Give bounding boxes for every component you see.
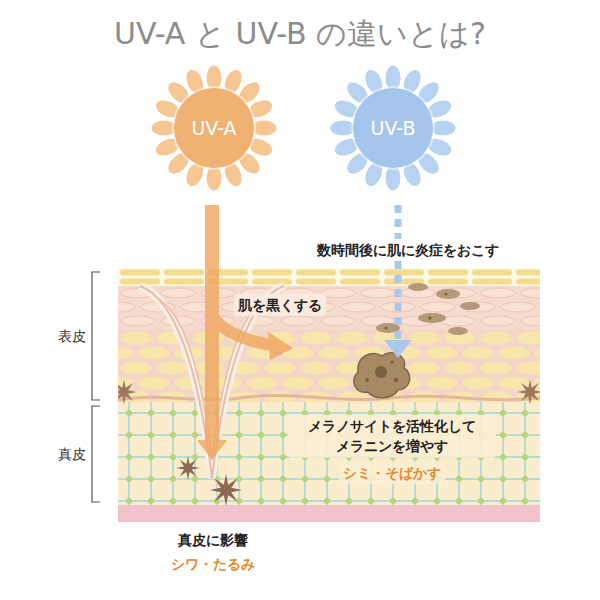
- basal-line: [118, 395, 540, 400]
- pigment-spots: [376, 283, 480, 335]
- annotation-label: シワ・たるみ: [167, 553, 259, 575]
- annotation-label: 真皮: [54, 443, 90, 465]
- uvb-arrow: [384, 205, 412, 358]
- sun-core: [353, 88, 433, 168]
- uva-arrow: [197, 205, 293, 460]
- annotation-label: シミ・そばかす: [339, 462, 445, 484]
- sun-circle: UV-B: [329, 64, 457, 192]
- sun-text-group: UV-B: [370, 117, 415, 139]
- damage-stars: [176, 456, 242, 506]
- sun-circle: UV-A: [150, 64, 278, 192]
- dermis: [118, 402, 540, 505]
- uv-label: UV-B: [370, 117, 415, 139]
- annotation-label: 肌を黒くする: [234, 294, 326, 316]
- subcutis: [118, 505, 540, 522]
- melanocyte: [354, 353, 410, 398]
- stratum-corneum: [118, 268, 540, 286]
- annotation-label: 真皮に影響: [174, 529, 252, 551]
- sun-text-group: UV-A: [191, 117, 236, 139]
- skin-layers: [118, 268, 540, 522]
- title: UV-A と UV-B の違いとは?: [0, 14, 600, 55]
- annotation-label: メラノサイトを活性化して メラニンを増やす: [288, 415, 496, 458]
- melanocyte-edge: [118, 379, 540, 404]
- layer-brackets: [92, 272, 100, 502]
- annotation-label: 数時間後に肌に炎症をおこす: [313, 239, 503, 261]
- sun-core: [351, 86, 435, 170]
- annotation-label: 表皮: [54, 325, 90, 347]
- epidermis-upper: [118, 286, 540, 330]
- uv-label: UV-A: [191, 117, 236, 139]
- sun-core: [174, 88, 254, 168]
- sun-core: [172, 86, 256, 170]
